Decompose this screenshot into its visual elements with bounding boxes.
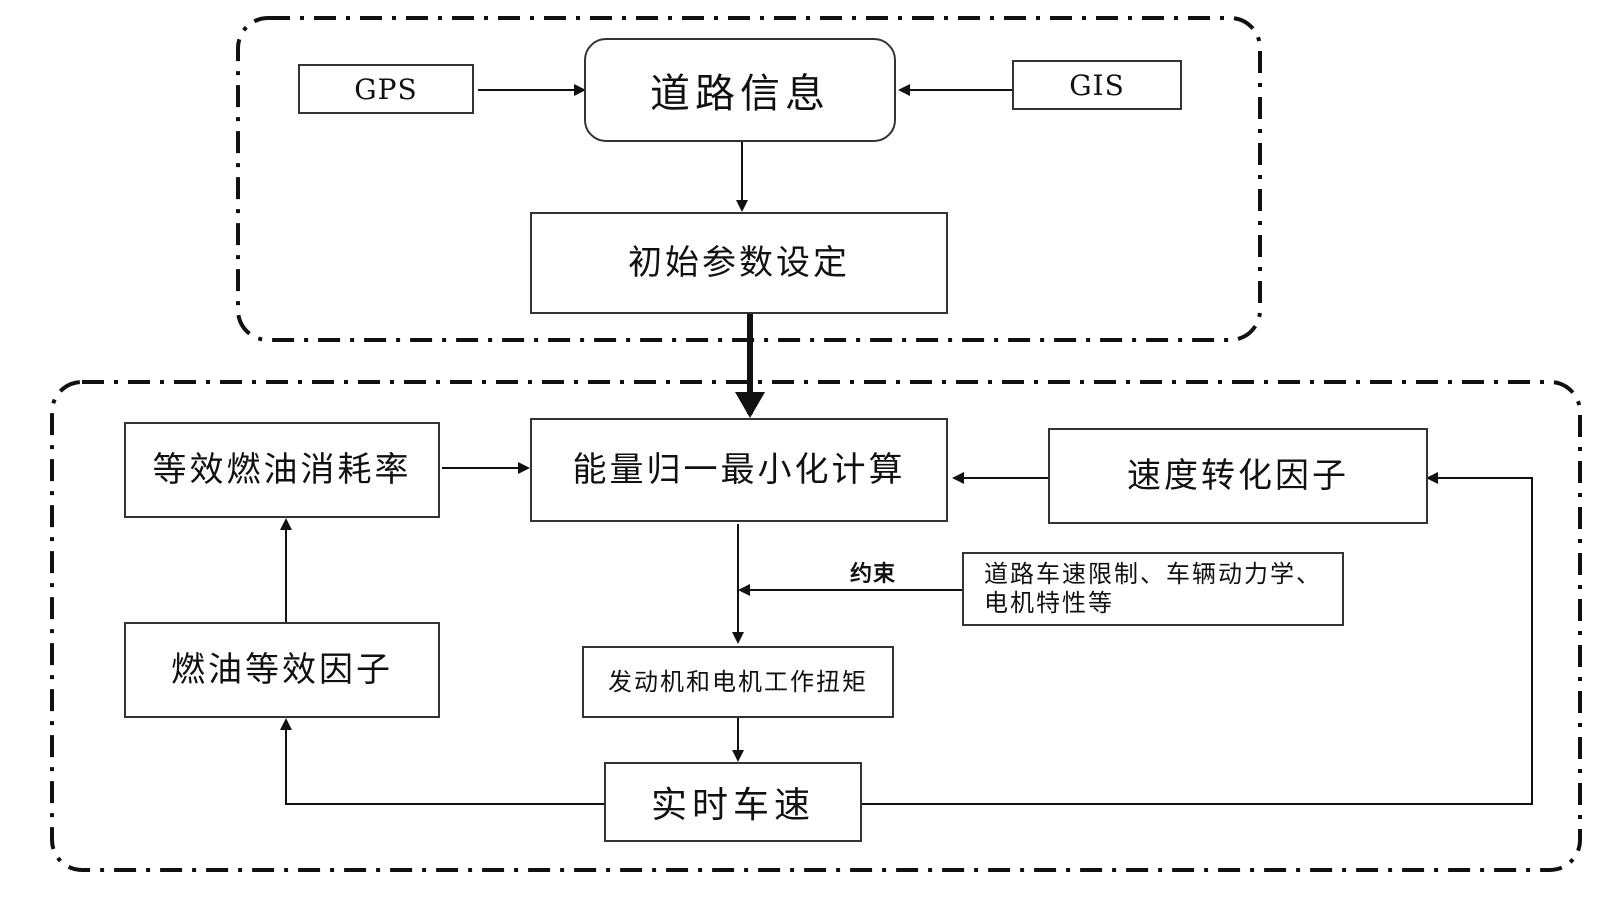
constraint-note-label: 道路车速限制、车辆动力学、电机特性等: [984, 560, 1322, 617]
fuel-factor-box: 燃油等效因子: [124, 622, 440, 718]
equiv-fuel-rate-box: 等效燃油消耗率: [124, 422, 440, 518]
energy-min-label: 能量归一最小化计算: [572, 450, 906, 490]
bottom-group-frame: [50, 380, 1582, 872]
constraint-note-box: 道路车速限制、车辆动力学、电机特性等: [962, 552, 1344, 626]
energy-min-box: 能量归一最小化计算: [530, 418, 948, 522]
torque-box: 发动机和电机工作扭矩: [582, 646, 894, 718]
torque-label: 发动机和电机工作扭矩: [608, 667, 868, 696]
road-info-label: 道路信息: [650, 71, 830, 117]
constraint-label: 约束: [850, 562, 897, 587]
initial-params-label: 初始参数设定: [628, 243, 850, 283]
speed-factor-label: 速度转化因子: [1127, 456, 1349, 496]
arrow-speed-to-speedfactor: [862, 472, 1533, 805]
realtime-speed-label: 实时车速: [650, 785, 815, 826]
equiv-fuel-rate-label: 等效燃油消耗率: [152, 450, 412, 490]
realtime-speed-box: 实时车速: [604, 762, 862, 842]
gps-box: GPS: [298, 64, 474, 114]
gis-box: GIS: [1012, 60, 1182, 110]
gis-label: GIS: [1069, 68, 1125, 102]
gps-label: GPS: [354, 72, 418, 106]
initial-params-box: 初始参数设定: [530, 212, 948, 314]
road-info-box: 道路信息: [584, 38, 896, 142]
arrow-speed-to-fuelfactor: [280, 718, 604, 805]
fuel-factor-label: 燃油等效因子: [171, 650, 393, 690]
speed-factor-box: 速度转化因子: [1048, 428, 1428, 524]
